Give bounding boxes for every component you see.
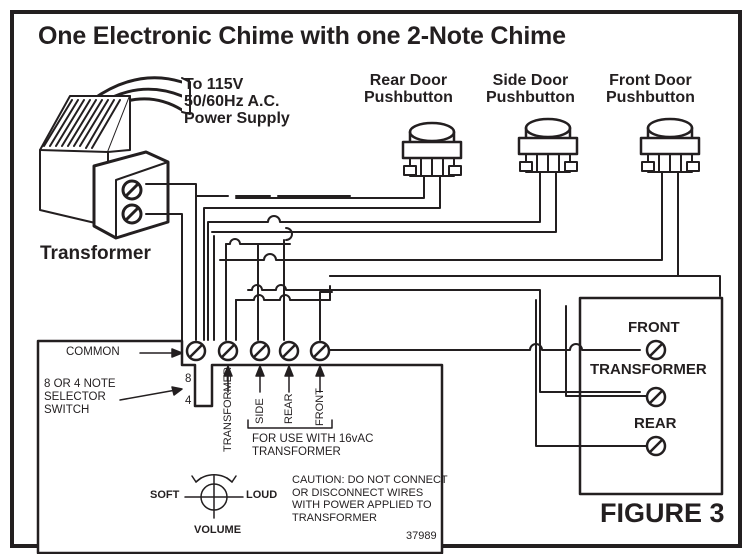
- terminal-transformer-label: TRANSFORMER: [222, 367, 234, 452]
- chime-terminals: [185, 340, 331, 362]
- two-note-rear-label: REAR: [634, 415, 677, 432]
- side-pushbutton-icon: [517, 117, 579, 173]
- selector-switch-label: 8 OR 4 NOTE SELECTOR SWITCH: [44, 378, 116, 417]
- transformer-label: Transformer: [40, 243, 151, 264]
- label-arrows: [119, 348, 325, 401]
- figure-label: FIGURE 3: [600, 498, 725, 528]
- rear-pushbutton-icon: [401, 121, 463, 177]
- use-with-note: FOR USE WITH 16vAC TRANSFORMER: [252, 433, 374, 459]
- rear-pushbutton-label: Rear Door Pushbutton: [364, 72, 453, 106]
- caution-note: CAUTION: DO NOT CONNECT OR DISCONNECT WI…: [292, 474, 448, 524]
- front-pushbutton-label: Front Door Pushbutton: [606, 72, 695, 106]
- volume-knob-icon: [184, 474, 244, 519]
- two-note-front-label: FRONT: [628, 319, 680, 336]
- terminal-bracket: [247, 419, 333, 429]
- common-label: COMMON: [66, 346, 120, 358]
- volume-loud-label: LOUD: [246, 489, 278, 501]
- volume-soft-label: SOFT: [150, 489, 180, 501]
- terminal-rear-label: REAR: [283, 393, 295, 424]
- electronic-chime-box: [36, 339, 444, 554]
- part-number: 37989: [406, 530, 437, 542]
- wires: [145, 171, 721, 447]
- two-note-terminals: [645, 339, 667, 457]
- selector-4-label: 4: [185, 395, 192, 407]
- selector-8-label: 8: [185, 373, 192, 385]
- terminal-front-label: FRONT: [314, 388, 326, 426]
- diagram-title: One Electronic Chime with one 2-Note Chi…: [38, 22, 566, 50]
- two-note-transformer-label: TRANSFORMER: [590, 361, 707, 378]
- side-pushbutton-label: Side Door Pushbutton: [486, 72, 575, 106]
- volume-label: VOLUME: [194, 524, 242, 536]
- power-supply-label: To 115V 50/60Hz A.C. Power Supply: [184, 76, 290, 127]
- front-pushbutton-icon: [639, 117, 701, 173]
- transformer-icon: [39, 76, 191, 240]
- terminal-side-label: SIDE: [254, 398, 266, 424]
